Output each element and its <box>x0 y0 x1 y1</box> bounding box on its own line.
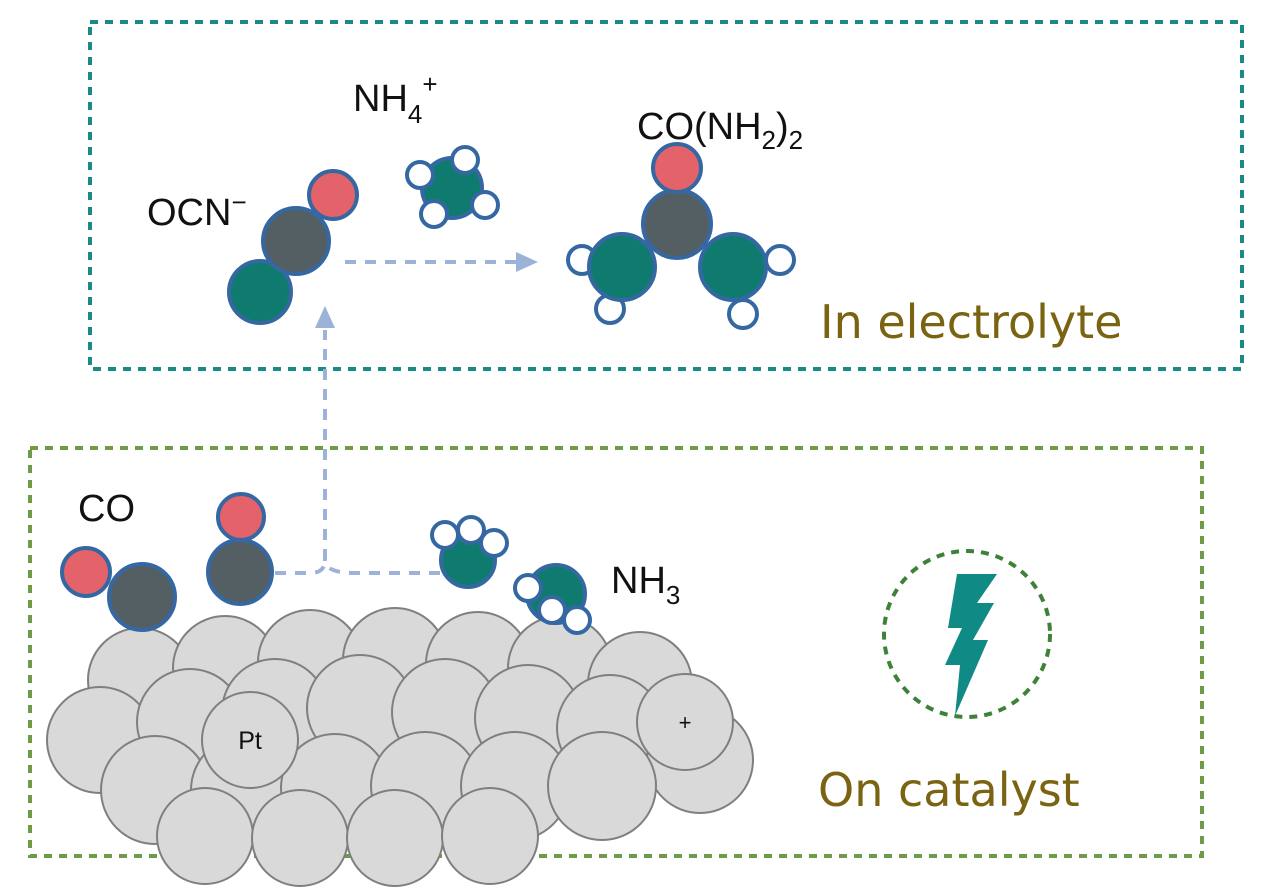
adsorbed-co-upright <box>206 492 274 606</box>
nitrogen-atom <box>587 232 657 302</box>
hydrogen-atom <box>562 605 592 635</box>
hydrogen-atom <box>450 145 480 175</box>
hydrogen-atom <box>430 520 460 550</box>
oxygen-atom <box>307 169 359 221</box>
hydrogen-atom <box>764 244 796 276</box>
pt-atom-label: Pt <box>238 727 262 755</box>
catalyst-region-label: On catalyst <box>818 763 1080 817</box>
hydrogen-atom <box>456 515 486 545</box>
hydrogen-atom <box>727 298 759 330</box>
hydrogen-atom <box>470 190 500 220</box>
power-source-circle <box>882 549 1052 719</box>
pt-charge-label: + <box>679 710 692 735</box>
ammonia-label: NH3 <box>611 560 680 610</box>
urea-formation-arrowhead <box>516 252 538 272</box>
ammonium-ion-molecule <box>405 145 500 229</box>
adsorbed-nh3-lower <box>513 563 592 635</box>
pt-labelled-atom <box>201 691 299 789</box>
adsorbed-co-tilted <box>60 546 177 632</box>
ammonium-label: NH4+ <box>353 69 438 129</box>
hydrogen-atom <box>479 528 509 558</box>
electrolyte-region-box <box>88 20 1244 371</box>
urea-molecule <box>566 142 796 330</box>
lightning-bolt-icon <box>945 574 997 716</box>
platinum-catalyst-surface: Pt + <box>46 607 754 887</box>
hydrogen-atom <box>419 199 449 229</box>
co-label: CO <box>78 488 135 530</box>
pt-atom <box>346 789 444 887</box>
pt-atom <box>547 731 657 841</box>
oxygen-atom <box>216 492 266 542</box>
carbon-atom <box>206 538 274 606</box>
urea-label: CO(NH2)2 <box>637 106 803 155</box>
catalyst-region-box <box>28 446 1204 858</box>
hydrogen-atom <box>513 573 543 603</box>
co-coupling-path <box>275 559 327 575</box>
nitrogen-atom <box>698 232 768 302</box>
pt-charged-atom <box>636 673 734 771</box>
adsorbed-nh3-upper <box>430 515 509 589</box>
nh3-coupling-path <box>323 559 440 575</box>
ocn-ion-molecule <box>227 169 359 325</box>
hydrogen-atom <box>537 595 567 625</box>
carbon-atom <box>261 206 331 276</box>
pt-atom <box>441 787 539 885</box>
ocn-label: OCN− <box>147 187 247 234</box>
pt-atom <box>251 789 349 887</box>
pt-atom <box>156 787 254 885</box>
oxygen-atom <box>60 546 112 598</box>
oxygen-atom <box>651 142 703 194</box>
hydrogen-atom <box>405 160 435 190</box>
ocn-release-arrowhead <box>315 306 335 328</box>
reaction-arrows <box>275 260 518 575</box>
carbon-atom <box>107 562 177 632</box>
nitrogen-atom <box>227 259 293 325</box>
electrolyte-region-label: In electrolyte <box>820 295 1122 349</box>
carbon-atom <box>641 188 713 260</box>
